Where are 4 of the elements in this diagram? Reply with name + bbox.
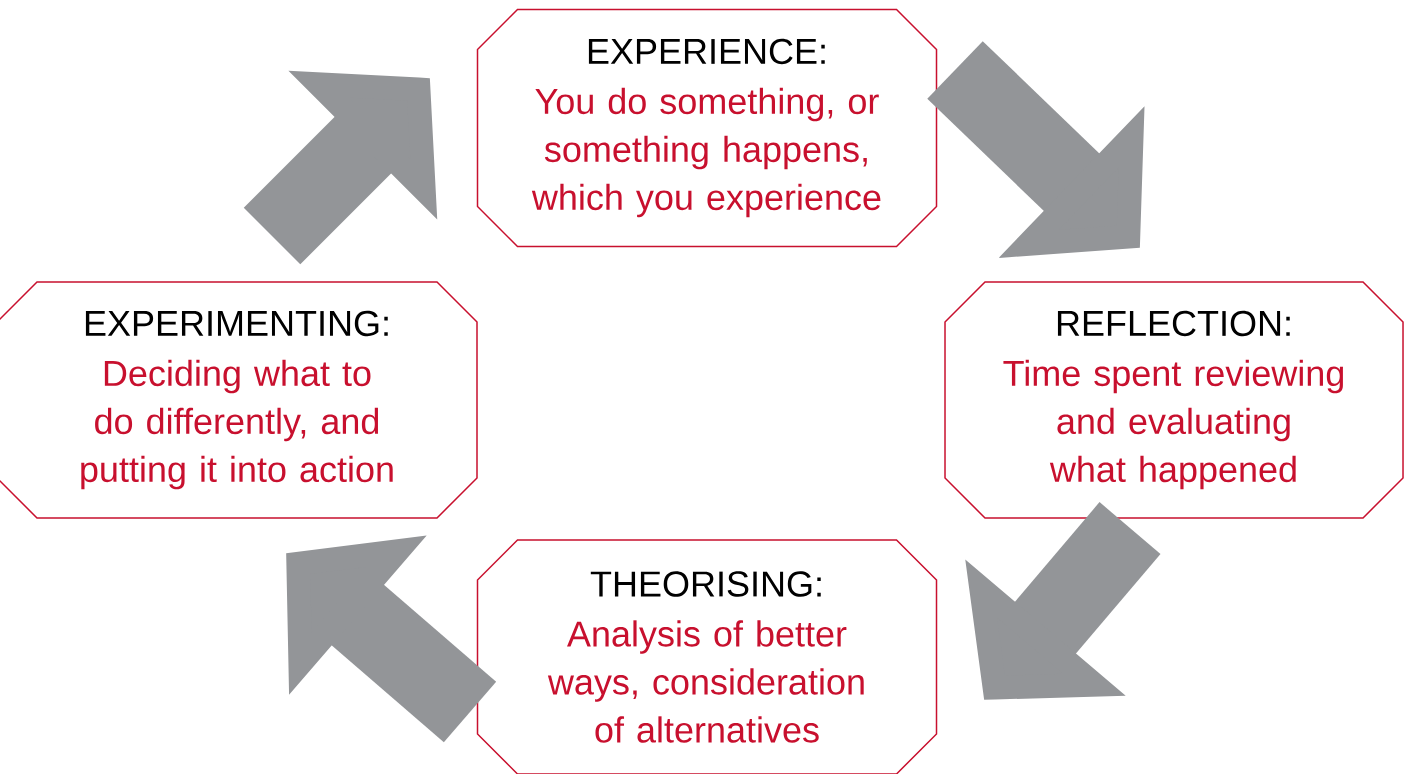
stage-box: THEORISING: Analysis of better ways, consideration of alternatives [476, 539, 938, 774]
stage-box: REFLECTION: Time spent reviewing and evaluating what happened [944, 281, 1404, 519]
stage-box: EXPERIENCE: You do something, or something happens, which you experience [476, 8, 938, 248]
stage-box: EXPERIMENTING: Deciding what to do differently, and putting it into action [0, 281, 478, 519]
